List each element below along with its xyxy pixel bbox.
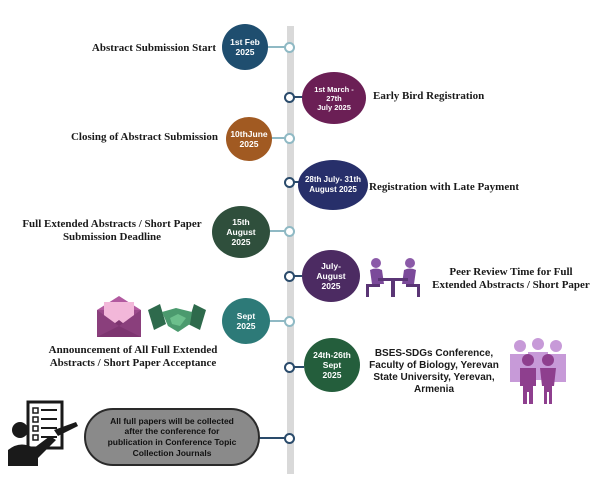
event-label-acceptance: Announcement of All Full Extended Abstra…: [40, 344, 226, 370]
timeline-dot-9: [284, 433, 295, 444]
pill-line: after the conference for: [124, 426, 220, 437]
event-label-abstract-start: Abstract Submission Start: [91, 42, 216, 54]
date-line: July-: [321, 260, 341, 271]
date-line: 2025: [235, 47, 255, 57]
date-line: 1st Feb: [230, 36, 260, 47]
date-line: August: [226, 226, 256, 237]
label-line: Full Extended Abstracts / Short Paper: [22, 218, 202, 230]
event-label-full-paper-deadline: Full Extended Abstracts / Short Paper Su…: [16, 218, 208, 244]
connector-6: [294, 275, 302, 277]
final-note-pill: All full papers will be collected after …: [84, 408, 260, 466]
label-line: Extended Abstracts / Short Paper: [432, 279, 590, 292]
date-line: Sept: [322, 359, 342, 370]
date-line: August 2025: [309, 185, 357, 194]
pill-line: All full papers will be collected: [110, 415, 234, 426]
connector-5: [268, 230, 288, 232]
timeline-dot-8: [284, 362, 295, 373]
date-line: 2025: [231, 237, 251, 248]
timeline-dot-2: [284, 92, 295, 103]
date-circle-abstract-start: 1st Feb 2025: [222, 24, 268, 70]
event-label-conference: BSES-SDGs Conference, Faculty of Biology…: [368, 348, 500, 396]
date-line: 2025: [239, 139, 259, 149]
timeline-dot-4: [284, 177, 295, 188]
group-people-icon: [510, 338, 566, 404]
label-line: Announcement of All Full Extended: [48, 344, 218, 356]
date-circle-conference: 24th-26th Sept 2025: [304, 338, 360, 392]
event-label-late-payment: Registration with Late Payment: [369, 181, 520, 193]
timeline-dot-7: [284, 316, 295, 327]
timeline-dot-5: [284, 226, 295, 237]
timeline-axis: [287, 26, 294, 474]
connector-9: [258, 437, 288, 439]
date-line: 24th-26th: [313, 349, 351, 360]
label-line: Peer Review Time for Full: [449, 266, 573, 278]
label-line: Armenia: [413, 384, 454, 395]
date-line: July 2025: [317, 102, 351, 112]
connector-7: [266, 320, 288, 322]
connector-3: [270, 137, 288, 139]
date-line: 2025: [321, 281, 341, 292]
checklist-person-icon: [8, 400, 78, 466]
event-label-peer-review: Peer Review Time for Full Extended Abstr…: [426, 266, 596, 292]
date-line: 2025: [322, 370, 342, 381]
connector-8: [294, 366, 304, 368]
event-label-early-bird: Early Bird Registration: [373, 90, 485, 102]
label-line: Submission Deadline: [62, 231, 162, 244]
date-line: 15th: [232, 216, 250, 227]
label-line: Abstracts / Short Paper Acceptance: [49, 357, 217, 370]
date-circle-early-bird: 1st March - 27th July 2025: [302, 72, 366, 124]
pill-line: publication in Conference Topic: [107, 437, 237, 447]
date-circle-full-paper-deadline: 15th August 2025: [212, 206, 270, 258]
event-label-abstract-close: Closing of Abstract Submission: [70, 131, 218, 143]
date-line: Sept: [236, 310, 256, 321]
date-line: August: [316, 270, 346, 281]
meeting-icon: [366, 258, 420, 297]
label-line: State University, Yerevan,: [373, 372, 495, 383]
timeline-dot-6: [284, 271, 295, 282]
connector-2: [294, 96, 308, 98]
label-line: Faculty of Biology, Yerevan: [369, 360, 499, 371]
connector-1: [266, 46, 288, 48]
timeline-dot-1: [284, 42, 295, 53]
date-line: 1st March - 27th: [314, 84, 354, 103]
timeline-dot-3: [284, 133, 295, 144]
date-line: 2025: [236, 321, 256, 331]
date-circle-peer-review: July- August 2025: [302, 250, 360, 302]
handshake-icon: [148, 304, 206, 332]
date-circle-abstract-close: 10thJune 2025: [226, 117, 272, 161]
date-circle-late-payment: 28th July- 31th August 2025: [298, 160, 368, 210]
date-circle-acceptance: Sept 2025: [222, 298, 270, 344]
date-line: 10thJune: [230, 128, 268, 139]
label-line: BSES-SDGs Conference,: [374, 348, 494, 359]
date-line: 28th July- 31th: [304, 175, 361, 185]
pill-line: Collection Journals: [132, 447, 212, 458]
envelope-icon: [97, 296, 141, 337]
